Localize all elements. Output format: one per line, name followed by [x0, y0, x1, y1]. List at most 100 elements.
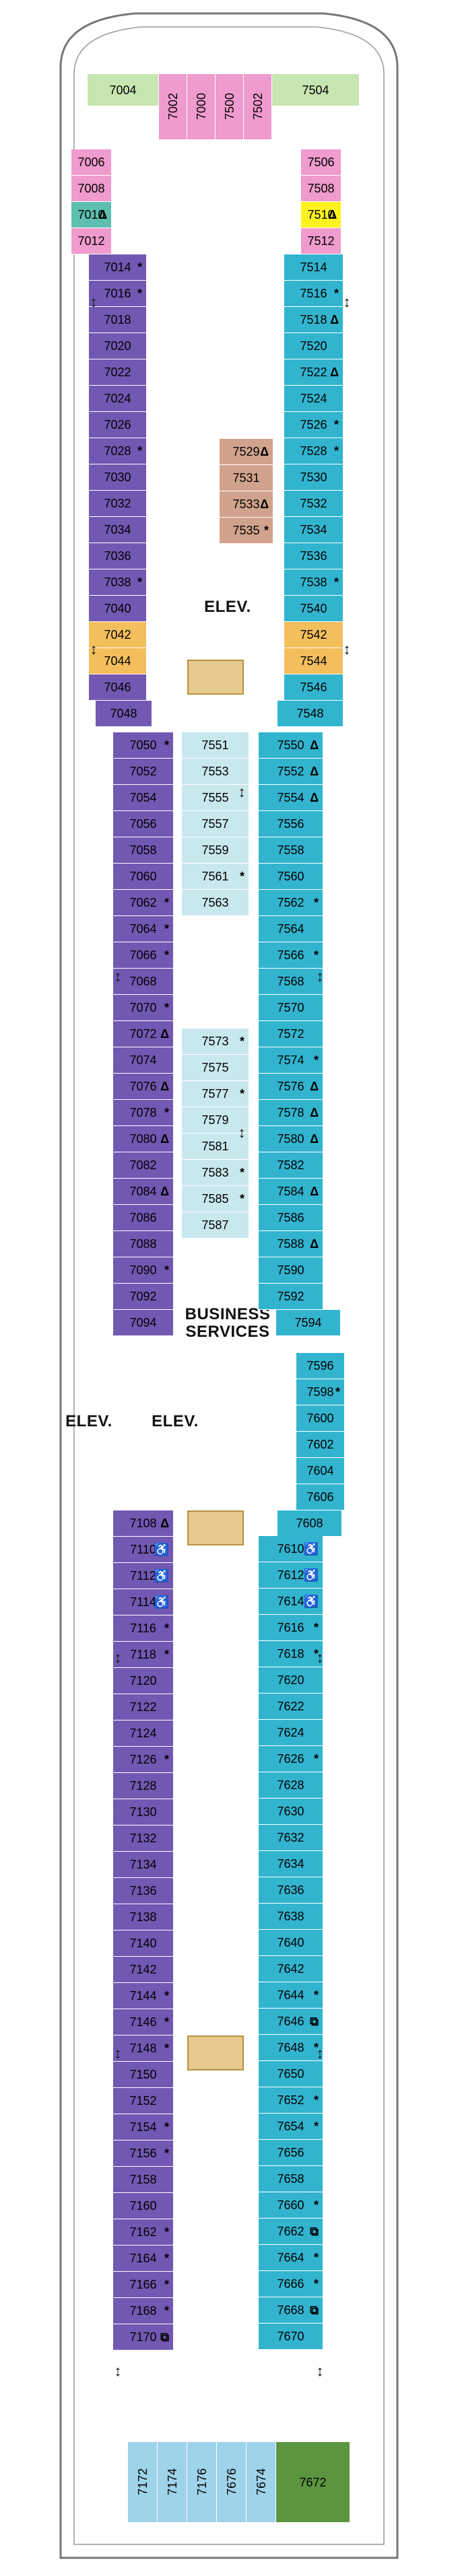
cabin-7672[interactable]: 7672 — [276, 2442, 350, 2523]
cabin-7116[interactable]: 7116* — [113, 1615, 174, 1642]
cabin-7524[interactable]: 7524 — [284, 386, 344, 412]
cabin-7581[interactable]: 7581 — [182, 1134, 249, 1160]
cabin-7508[interactable]: 7508 — [301, 176, 341, 202]
cabin-7559[interactable]: 7559 — [182, 837, 249, 864]
cabin-7032[interactable]: 7032 — [89, 491, 147, 517]
cabin-7660[interactable]: 7660* — [259, 2192, 323, 2219]
cabin-7012[interactable]: 7012 — [71, 228, 112, 254]
cabin-7172[interactable]: 7172 — [128, 2442, 158, 2523]
cabin-7094[interactable]: 7094 — [113, 1310, 174, 1336]
cabin-7600[interactable]: 7600 — [296, 1405, 345, 1432]
cabin-7656[interactable]: 7656 — [259, 2140, 323, 2166]
cabin-7146[interactable]: 7146* — [113, 2009, 174, 2035]
cabin-7016[interactable]: 7016* — [89, 281, 147, 307]
cabin-7056[interactable]: 7056 — [113, 811, 174, 837]
cabin-7570[interactable]: 7570 — [259, 995, 323, 1021]
cabin-7666[interactable]: 7666* — [259, 2271, 323, 2297]
cabin-7614[interactable]: 7614♿ — [259, 1589, 323, 1615]
cabin-7566[interactable]: 7566* — [259, 942, 323, 969]
cabin-7052[interactable]: 7052 — [113, 759, 174, 785]
cabin-7536[interactable]: 7536 — [284, 543, 344, 569]
cabin-7500[interactable]: 7500 — [216, 74, 244, 140]
cabin-7018[interactable]: 7018 — [89, 307, 147, 333]
cabin-7062[interactable]: 7062* — [113, 890, 174, 916]
cabin-7034[interactable]: 7034 — [89, 517, 147, 543]
cabin-7650[interactable]: 7650 — [259, 2061, 323, 2087]
cabin-7058[interactable]: 7058 — [113, 837, 174, 864]
cabin-7644[interactable]: 7644* — [259, 1982, 323, 2009]
cabin-7546[interactable]: 7546 — [284, 674, 344, 701]
cabin-7514[interactable]: 7514 — [284, 254, 344, 281]
cabin-7557[interactable]: 7557 — [182, 811, 249, 837]
cabin-7606[interactable]: 7606 — [296, 1484, 345, 1510]
cabin-7118[interactable]: 7118* — [113, 1642, 174, 1668]
cabin-7574[interactable]: 7574* — [259, 1047, 323, 1074]
cabin-7070[interactable]: 7070* — [113, 995, 174, 1021]
cabin-7044[interactable]: 7044 — [89, 648, 147, 674]
cabin-7664[interactable]: 7664* — [259, 2245, 323, 2271]
cabin-7170[interactable]: 7170⧉ — [113, 2324, 174, 2351]
cabin-7551[interactable]: 7551 — [182, 732, 249, 759]
cabin-7008[interactable]: 7008 — [71, 176, 112, 202]
cabin-7092[interactable]: 7092 — [113, 1284, 174, 1310]
cabin-7026[interactable]: 7026 — [89, 412, 147, 438]
cabin-7082[interactable]: 7082 — [113, 1152, 174, 1179]
cabin-7608[interactable]: 7608 — [277, 1510, 342, 1537]
cabin-7060[interactable]: 7060 — [113, 864, 174, 890]
cabin-7168[interactable]: 7168* — [113, 2298, 174, 2324]
cabin-7124[interactable]: 7124 — [113, 1720, 174, 1747]
cabin-7640[interactable]: 7640 — [259, 1930, 323, 1956]
cabin-7022[interactable]: 7022 — [89, 359, 147, 386]
cabin-7626[interactable]: 7626* — [259, 1746, 323, 1772]
cabin-7078[interactable]: 7078* — [113, 1100, 174, 1126]
cabin-7046[interactable]: 7046 — [89, 674, 147, 701]
cabin-7528[interactable]: 7528* — [284, 438, 344, 464]
cabin-7138[interactable]: 7138 — [113, 1904, 174, 1930]
cabin-7612[interactable]: 7612♿ — [259, 1562, 323, 1589]
cabin-7568[interactable]: 7568 — [259, 969, 323, 995]
cabin-7592[interactable]: 7592 — [259, 1284, 323, 1310]
cabin-7579[interactable]: 7579 — [182, 1107, 249, 1134]
cabin-7604[interactable]: 7604 — [296, 1458, 345, 1484]
cabin-7618[interactable]: 7618* — [259, 1641, 323, 1667]
cabin-7544[interactable]: 7544 — [284, 648, 344, 674]
cabin-7132[interactable]: 7132 — [113, 1825, 174, 1852]
cabin-7586[interactable]: 7586 — [259, 1205, 323, 1231]
cabin-7002[interactable]: 7002 — [159, 74, 187, 140]
cabin-7556[interactable]: 7556 — [259, 811, 323, 837]
cabin-7000[interactable]: 7000 — [187, 74, 216, 140]
cabin-7562[interactable]: 7562* — [259, 890, 323, 916]
cabin-7130[interactable]: 7130 — [113, 1799, 174, 1825]
cabin-7582[interactable]: 7582 — [259, 1152, 323, 1179]
cabin-7006[interactable]: 7006 — [71, 149, 112, 176]
cabin-7036[interactable]: 7036 — [89, 543, 147, 569]
cabin-7598[interactable]: 7598* — [296, 1379, 345, 1405]
cabin-7534[interactable]: 7534 — [284, 517, 344, 543]
cabin-7024[interactable]: 7024 — [89, 386, 147, 412]
cabin-7622[interactable]: 7622 — [259, 1694, 323, 1720]
cabin-7670[interactable]: 7670 — [259, 2324, 323, 2350]
cabin-7558[interactable]: 7558 — [259, 837, 323, 864]
cabin-7575[interactable]: 7575 — [182, 1055, 249, 1081]
cabin-7573[interactable]: 7573* — [182, 1029, 249, 1055]
cabin-7620[interactable]: 7620 — [259, 1667, 323, 1694]
cabin-7561[interactable]: 7561* — [182, 864, 249, 890]
cabin-7502[interactable]: 7502 — [244, 74, 272, 140]
cabin-7164[interactable]: 7164* — [113, 2246, 174, 2272]
cabin-7630[interactable]: 7630 — [259, 1799, 323, 1825]
cabin-7538[interactable]: 7538* — [284, 569, 344, 596]
cabin-7585[interactable]: 7585* — [182, 1186, 249, 1212]
cabin-7506[interactable]: 7506 — [301, 149, 341, 176]
cabin-7530[interactable]: 7530 — [284, 464, 344, 491]
cabin-7531[interactable]: 7531 — [220, 465, 273, 491]
cabin-7074[interactable]: 7074 — [113, 1047, 174, 1074]
cabin-7066[interactable]: 7066* — [113, 942, 174, 969]
